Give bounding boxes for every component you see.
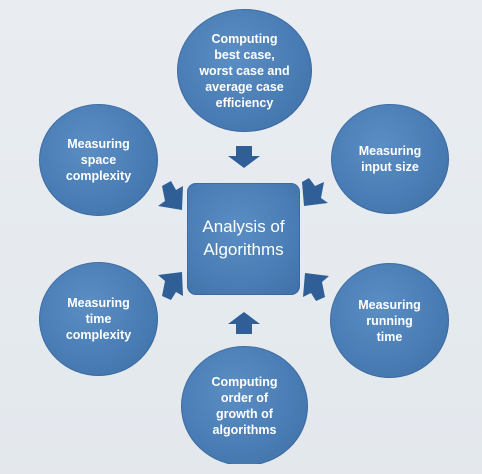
arrow-upper-left [158,181,183,210]
arrow-lower-left [158,272,183,300]
node-measuring-time-complexity: Measuring time complexity [39,262,158,376]
arrow-upper-right [302,178,328,206]
center-analysis-of-algorithms: Analysis of Algorithms [187,183,300,295]
arrow-lower-right [303,273,329,301]
node-computing-order-of-growth: Computing order of growth of algorithms [181,346,308,466]
node-measuring-space-complexity: Measuring space complexity [39,104,158,216]
node-measuring-running-time: Measuring running time [330,263,449,378]
node-measuring-input-size: Measuring input size [331,104,449,214]
node-computing-efficiency: Computing best case, worst case and aver… [177,9,312,132]
arrow-bottom-up [228,312,260,334]
arrow-top-down [228,146,260,168]
bottom-strip [0,464,482,474]
